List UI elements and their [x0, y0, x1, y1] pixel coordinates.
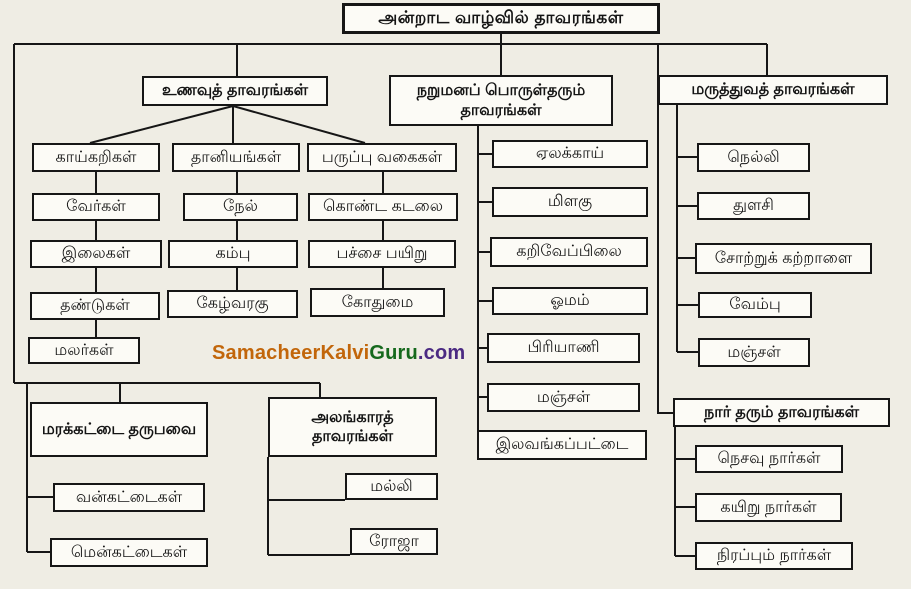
connector-line	[477, 126, 492, 446]
node-pearl-millet: கம்பு	[168, 240, 298, 268]
node-gooseberry: நெல்லி	[697, 143, 810, 172]
node-pulses: பருப்பு வகைகள்	[307, 143, 457, 172]
watermark: SamacheerKalviGuru.com	[212, 342, 465, 365]
node-stems: தண்டுகள்	[30, 292, 160, 320]
node-aloe-vera: சோற்றுக் கற்றாளை	[695, 243, 872, 274]
node-turmeric-aroma: மஞ்சள்	[487, 383, 640, 412]
node-medicinal-plants: மருத்துவத் தாவரங்கள்	[658, 75, 888, 105]
node-neem: வேம்பு	[698, 292, 812, 318]
watermark-com: .com	[417, 342, 466, 364]
node-softwoods: மென்கட்டைகள்	[50, 538, 208, 567]
node-green-gram: பச்சை பயிறு	[308, 240, 456, 268]
connector-line	[13, 34, 768, 414]
node-rose: ரோஜா	[350, 528, 438, 555]
node-ornamental-plants: அலங்காரத் தாவரங்கள்	[268, 397, 437, 457]
watermark-guru: Guru	[369, 342, 418, 364]
node-rope-fibers: கயிறு நார்கள்	[695, 493, 842, 522]
watermark-samacheerkalvi: SamacheerKalvi	[212, 342, 370, 364]
node-chickpea: கொண்ட கடலை	[308, 193, 458, 221]
node-filling-fibers: நிரப்பும் நார்கள்	[695, 542, 853, 570]
connector-line	[676, 105, 698, 353]
node-food-plants: உணவுத் தாவரங்கள்	[142, 76, 328, 106]
node-cardamom: ஏலக்காய்	[492, 140, 648, 168]
node-finger-millet: கேழ்வரகு	[167, 290, 298, 318]
node-wood-plants: மரக்கட்டை தருபவை	[30, 402, 208, 457]
node-cinnamon: இலவங்கப்பட்டை	[477, 430, 647, 460]
node-jasmine: மல்லி	[345, 473, 438, 500]
node-turmeric-medicinal: மஞ்சள்	[698, 338, 810, 367]
node-wheat: கோதுமை	[310, 288, 445, 317]
connector-line	[267, 457, 350, 556]
node-biryani-leaf: பிரியாணி	[487, 333, 640, 363]
diagram-title: அன்றாட வாழ்வில் தாவரங்கள்	[342, 3, 660, 34]
node-roots: வேர்கள்	[32, 193, 160, 221]
node-pepper: மிளகு	[492, 187, 648, 217]
node-grains: தானியங்கள்	[172, 143, 300, 172]
connector-line	[89, 105, 366, 144]
node-curry-leaf: கறிவேப்பிலை	[490, 237, 648, 267]
node-flowers: மலர்கள்	[28, 337, 140, 364]
node-tulsi: துளசி	[697, 192, 810, 220]
connector-line	[14, 382, 321, 553]
node-aromatic-plants: நறுமனப் பொருள்தரும் தாவரங்கள்	[389, 75, 613, 126]
node-paddy: நேல்	[183, 193, 298, 221]
node-fiber-plants: நார் தரும் தாவரங்கள்	[673, 398, 890, 427]
connector-line	[658, 412, 695, 557]
node-hardwoods: வன்கட்டைகள்	[53, 483, 205, 512]
node-ajwain: ஓமம்	[492, 287, 648, 315]
node-vegetables: காய்கறிகள்	[32, 143, 160, 172]
node-leaves: இலைகள்	[30, 240, 162, 268]
node-weaving-fibers: நெசவு நார்கள்	[695, 445, 843, 473]
